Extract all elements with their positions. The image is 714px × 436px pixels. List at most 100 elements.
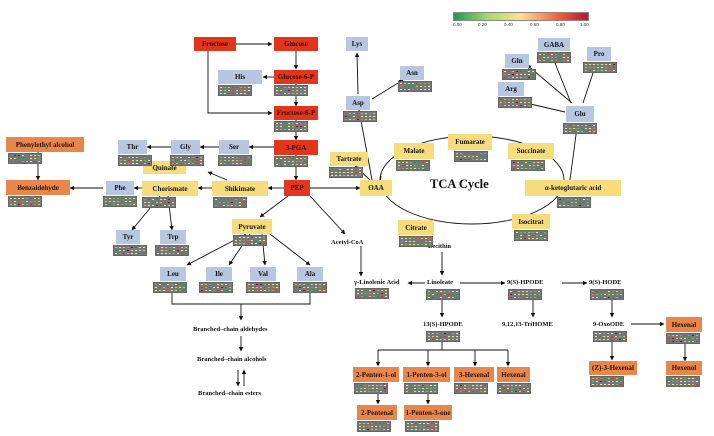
heatmap-cell (294, 289, 298, 292)
heatmap-cell (104, 197, 108, 200)
heatmap-cell (679, 377, 683, 380)
heatmap-cell (667, 337, 671, 340)
heatmap-cell (37, 154, 41, 157)
heatmap-cell (275, 289, 279, 292)
legend-tick: 0.80 (556, 22, 565, 27)
heatmap-cell (418, 428, 422, 431)
heatmap-cell (550, 53, 554, 56)
heatmap-cell (120, 203, 124, 206)
heatmap-cell (401, 164, 405, 167)
heatmap-cell (227, 162, 231, 165)
heatmap-cell (187, 159, 191, 162)
heatmap-cell (413, 384, 417, 387)
heatmap-cell (162, 286, 166, 289)
heatmap-cell (591, 293, 595, 296)
heatmap-cell (291, 86, 295, 89)
heatmap-cell (592, 124, 596, 127)
heatmap-cell (160, 252, 164, 255)
heatmap-cell (378, 428, 382, 431)
heatmap-cell (570, 198, 574, 201)
heatmap-cell (155, 198, 159, 201)
heatmap-cell (37, 157, 41, 160)
heatmap-cell (463, 390, 467, 393)
heatmap-cell (174, 286, 178, 289)
heatmap-cell (384, 295, 388, 298)
heatmap-cell (595, 383, 599, 386)
heatmap-cell (238, 236, 242, 239)
heatmap-cell (164, 246, 168, 249)
heatmap-cell (138, 246, 142, 249)
heatmap-strip (155, 245, 189, 256)
heatmap-cell (374, 428, 378, 431)
heatmap-cell (507, 76, 511, 79)
heatmap-cell (467, 155, 471, 158)
heatmap-cell (379, 384, 383, 387)
heatmap-cell (414, 428, 418, 431)
heatmap-cell (515, 76, 519, 79)
heatmap-cell (409, 167, 413, 170)
heatmap-cell (455, 293, 459, 296)
heatmap-cell (538, 53, 542, 56)
heatmap-cell (246, 239, 250, 242)
heatmap-strip (199, 282, 233, 293)
heatmap-cell (517, 296, 521, 299)
heatmap-cell (124, 200, 128, 203)
heatmap-cell (134, 249, 138, 252)
heatmap-cell (413, 161, 417, 164)
heatmap-cell (512, 161, 516, 164)
heatmap-cell (223, 89, 227, 92)
heatmap-cell (184, 249, 188, 252)
heatmap-cell (675, 334, 679, 337)
heatmap-cell (471, 384, 475, 387)
heatmap-cell (414, 422, 418, 425)
heatmap-cell (429, 384, 433, 387)
heatmap-strip (590, 289, 624, 300)
heatmap-cell (459, 384, 463, 387)
heatmap-cell (160, 246, 164, 249)
node-isocitrat: Isocitrat (512, 214, 550, 229)
heatmap-cell (275, 283, 279, 286)
heatmap-cell (622, 332, 626, 335)
heatmap-cell (13, 203, 17, 206)
heatmap-cell (143, 198, 147, 201)
heatmap-cell (376, 289, 380, 292)
heatmap-cell (372, 295, 376, 298)
heatmap-cell (259, 286, 263, 289)
heatmap-cell (374, 422, 378, 425)
heatmap-cell (622, 338, 626, 341)
heatmap-cell (582, 198, 586, 201)
heatmap-cell (451, 335, 455, 338)
heatmap-cell (416, 243, 420, 246)
heatmap-cell (695, 380, 699, 383)
heatmap-cell (519, 76, 523, 79)
heatmap-cell (523, 70, 527, 73)
heatmap-cell (238, 198, 242, 201)
heatmap-cell (409, 164, 413, 167)
heatmap-cell (578, 201, 582, 204)
heatmap-cell (279, 157, 283, 160)
heatmap-cell (171, 201, 175, 204)
heatmap-cell (283, 128, 287, 131)
heatmap-cell (17, 157, 21, 160)
heatmap-cell (116, 203, 120, 206)
node-fumarate: Fumarate (448, 134, 492, 150)
heatmap-cell (291, 160, 295, 163)
heatmap-cell (299, 157, 303, 160)
heatmap-cell (695, 334, 699, 337)
heatmap-cell (362, 425, 366, 428)
heatmap-cell (179, 159, 183, 162)
heatmap-cell (235, 156, 239, 159)
heatmap-strip (357, 421, 391, 432)
heatmap-cell (417, 384, 421, 387)
heatmap-cell (679, 337, 683, 340)
heatmap-cell (675, 383, 679, 386)
heatmap-cell (439, 296, 443, 299)
heatmap-cell (618, 335, 622, 338)
heatmap-cell (519, 98, 523, 101)
heatmap-strip (233, 235, 267, 246)
heatmap-cell (291, 122, 295, 125)
heatmap-cell (433, 384, 437, 387)
heatmap-cell (147, 204, 151, 207)
heatmap-cell (576, 124, 580, 127)
heatmap-cell (366, 425, 370, 428)
